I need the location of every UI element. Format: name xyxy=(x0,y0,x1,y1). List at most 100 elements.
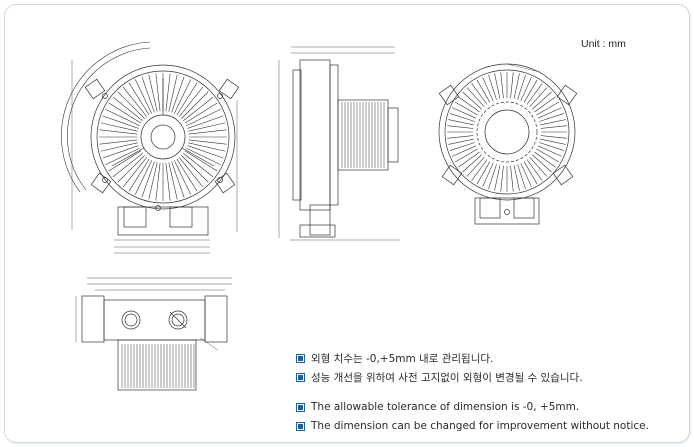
fin-line xyxy=(141,76,155,113)
fin-line xyxy=(186,148,221,166)
rear-view-fins xyxy=(447,72,567,192)
fin-line xyxy=(520,162,532,187)
fin-line xyxy=(529,87,548,107)
fin-line xyxy=(117,91,145,119)
top-view-fins xyxy=(121,344,195,388)
side-view xyxy=(278,46,400,241)
fin-line xyxy=(168,162,178,200)
fin-line xyxy=(536,148,560,163)
fin-line xyxy=(171,76,185,113)
fin-line xyxy=(534,151,556,168)
fin-line xyxy=(128,158,150,192)
fin-line xyxy=(517,74,526,100)
front-view xyxy=(61,41,240,254)
fin-line xyxy=(165,73,171,112)
fin-line xyxy=(183,96,214,122)
fin-line xyxy=(112,152,143,178)
fin-line xyxy=(100,122,138,132)
note-item: 외형 치수는 -0,+5mm 내로 관리됩니다. xyxy=(296,350,649,366)
fin-line xyxy=(454,148,478,163)
fin-line xyxy=(168,74,178,112)
fin-line xyxy=(539,142,565,151)
fin-line xyxy=(454,101,478,116)
fin-line xyxy=(536,101,560,116)
fin-line xyxy=(134,79,152,114)
fin-line xyxy=(452,107,477,119)
fin-line xyxy=(517,164,526,190)
fin-line xyxy=(108,102,142,124)
fin-line xyxy=(540,125,567,129)
fin-line xyxy=(449,142,475,151)
fin-line xyxy=(99,129,138,135)
fin-line xyxy=(529,157,548,177)
fin-line xyxy=(155,73,161,112)
fin-line xyxy=(99,139,138,145)
fin-line xyxy=(447,135,474,139)
fin-line xyxy=(174,160,192,195)
fin-line xyxy=(500,72,504,99)
fin-line xyxy=(482,162,494,187)
fin-line xyxy=(482,77,494,102)
fin-line xyxy=(458,151,480,168)
fin-line xyxy=(537,145,562,157)
fin-line xyxy=(466,157,485,177)
fin-line xyxy=(187,145,224,159)
fin-line xyxy=(187,115,224,129)
fin-line xyxy=(447,125,474,129)
fin-line xyxy=(510,165,514,192)
square-bullet-icon xyxy=(296,372,305,382)
fin-line xyxy=(526,159,543,181)
fin-line xyxy=(181,91,209,119)
fin-line xyxy=(513,165,520,191)
fin-line xyxy=(462,154,482,173)
fin-line xyxy=(458,96,480,113)
unit-label: Unit : mm xyxy=(581,38,626,50)
fin-line xyxy=(537,107,562,119)
notes-list: 외형 치수는 -0,+5mm 내로 관리됩니다. 성능 개선을 위하여 사전 고… xyxy=(296,350,649,437)
front-view-fins xyxy=(99,73,227,201)
fin-line xyxy=(520,77,532,102)
fin-line xyxy=(148,74,158,112)
note-item: The allowable tolerance of dimension is … xyxy=(296,399,649,415)
fin-line xyxy=(188,122,226,132)
fin-line xyxy=(539,113,565,122)
fin-line xyxy=(500,165,504,192)
fin-line xyxy=(476,161,491,185)
fin-line xyxy=(513,73,520,99)
fin-line xyxy=(178,157,204,188)
fin-line xyxy=(523,161,538,185)
fin-line xyxy=(540,135,567,139)
note-text: The allowable tolerance of dimension is … xyxy=(311,401,580,413)
fin-line xyxy=(174,79,192,114)
fin-line xyxy=(105,108,140,126)
fin-line xyxy=(186,108,221,126)
fin-line xyxy=(188,139,227,145)
fin-line xyxy=(105,148,140,166)
fin-line xyxy=(102,115,139,129)
fin-line xyxy=(532,91,552,110)
fin-line xyxy=(112,96,143,122)
fin-line xyxy=(176,158,198,192)
fin-line xyxy=(540,119,566,126)
fin-line xyxy=(449,113,475,122)
fin-line xyxy=(510,72,514,99)
rear-view xyxy=(438,63,578,225)
fin-line xyxy=(184,102,218,124)
fin-line xyxy=(178,86,204,117)
fin-line xyxy=(171,161,185,198)
fin-line xyxy=(471,83,488,105)
fin-line xyxy=(540,138,566,145)
fin-line xyxy=(122,86,148,117)
fin-line xyxy=(183,152,214,178)
note-text: The dimension can be changed for improve… xyxy=(311,420,649,432)
fin-line xyxy=(176,82,198,116)
note-item: 성능 개선을 위하여 사전 고지없이 외형이 변경될 수 있습니다. xyxy=(296,369,649,385)
fin-line xyxy=(102,145,139,159)
fin-line xyxy=(452,145,477,157)
fin-line xyxy=(488,164,497,190)
square-bullet-icon xyxy=(296,421,305,431)
fin-line xyxy=(526,83,543,105)
note-item: The dimension can be changed for improve… xyxy=(296,418,649,434)
fin-line xyxy=(466,87,485,107)
